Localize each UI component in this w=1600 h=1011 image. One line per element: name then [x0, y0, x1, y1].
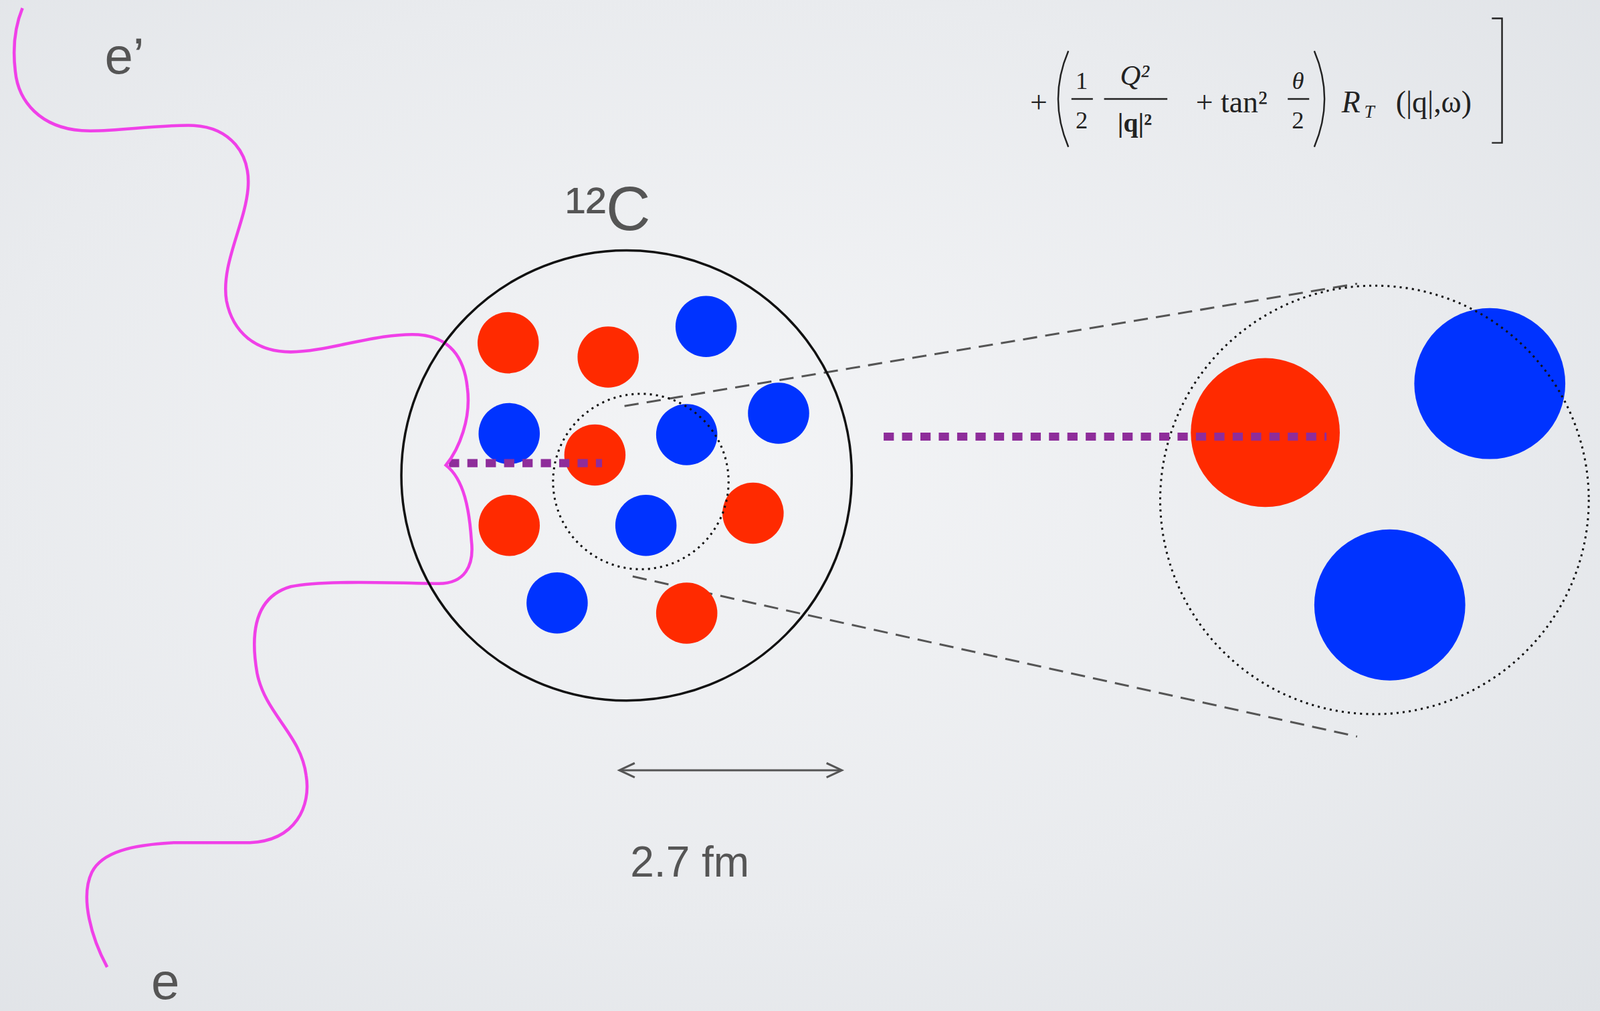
nucleus-circle: ¹²C: [400, 153, 853, 703]
fraction-bar: [1287, 98, 1310, 100]
electron-path: [14, 8, 472, 968]
formula-term: θ: [1291, 68, 1304, 93]
neutron: [747, 382, 810, 445]
neutron: [615, 494, 677, 557]
exchange-line: [883, 432, 1327, 441]
fraction-bar: [1104, 98, 1168, 100]
dimension-arrow: [619, 763, 843, 778]
neutron: [1414, 308, 1566, 460]
dotted-region: [553, 393, 729, 570]
formula-term: + tan²: [1195, 86, 1268, 118]
formula-term: +: [1030, 86, 1048, 118]
arrow-head: [619, 763, 635, 778]
proton: [477, 312, 540, 374]
electron-label: e’: [104, 30, 144, 82]
neutron: [478, 403, 540, 465]
paren: [1314, 50, 1325, 147]
nucleons: [477, 295, 810, 644]
formula-term: |q|²: [1117, 110, 1152, 138]
neutron: [1314, 529, 1466, 681]
nucleus-boundary: [401, 250, 852, 701]
dimension-label: 2.7 fm: [630, 840, 750, 884]
nucleus-label: ¹²C: [565, 177, 651, 240]
zoom-circle: [1160, 285, 1590, 715]
formula-term: T: [1364, 103, 1375, 122]
neutron: [656, 404, 718, 466]
formula-term: R: [1341, 86, 1361, 118]
proton: [564, 424, 627, 487]
zoom-line: [632, 576, 1358, 738]
proton: [656, 582, 718, 645]
formula-term: (|q|,ω): [1395, 86, 1472, 118]
fraction-bar: [1071, 98, 1093, 100]
paren: [1058, 50, 1069, 147]
formula-term: Q²: [1120, 61, 1150, 91]
electron-label: e: [151, 955, 180, 1007]
dimension-line: [620, 769, 842, 772]
arrow-head: [826, 763, 843, 778]
proton: [478, 494, 540, 557]
exchange-line: [448, 459, 603, 468]
proton: [722, 482, 784, 545]
neutron: [526, 572, 588, 635]
proton: [1190, 358, 1340, 508]
proton: [577, 326, 639, 388]
bracket: [1491, 18, 1502, 143]
formula-term: 2: [1291, 108, 1304, 134]
formula-strokes: [1058, 18, 1503, 147]
neutron: [675, 295, 738, 358]
formula-term: 1: [1075, 68, 1088, 93]
formula-term: 2: [1075, 108, 1088, 134]
